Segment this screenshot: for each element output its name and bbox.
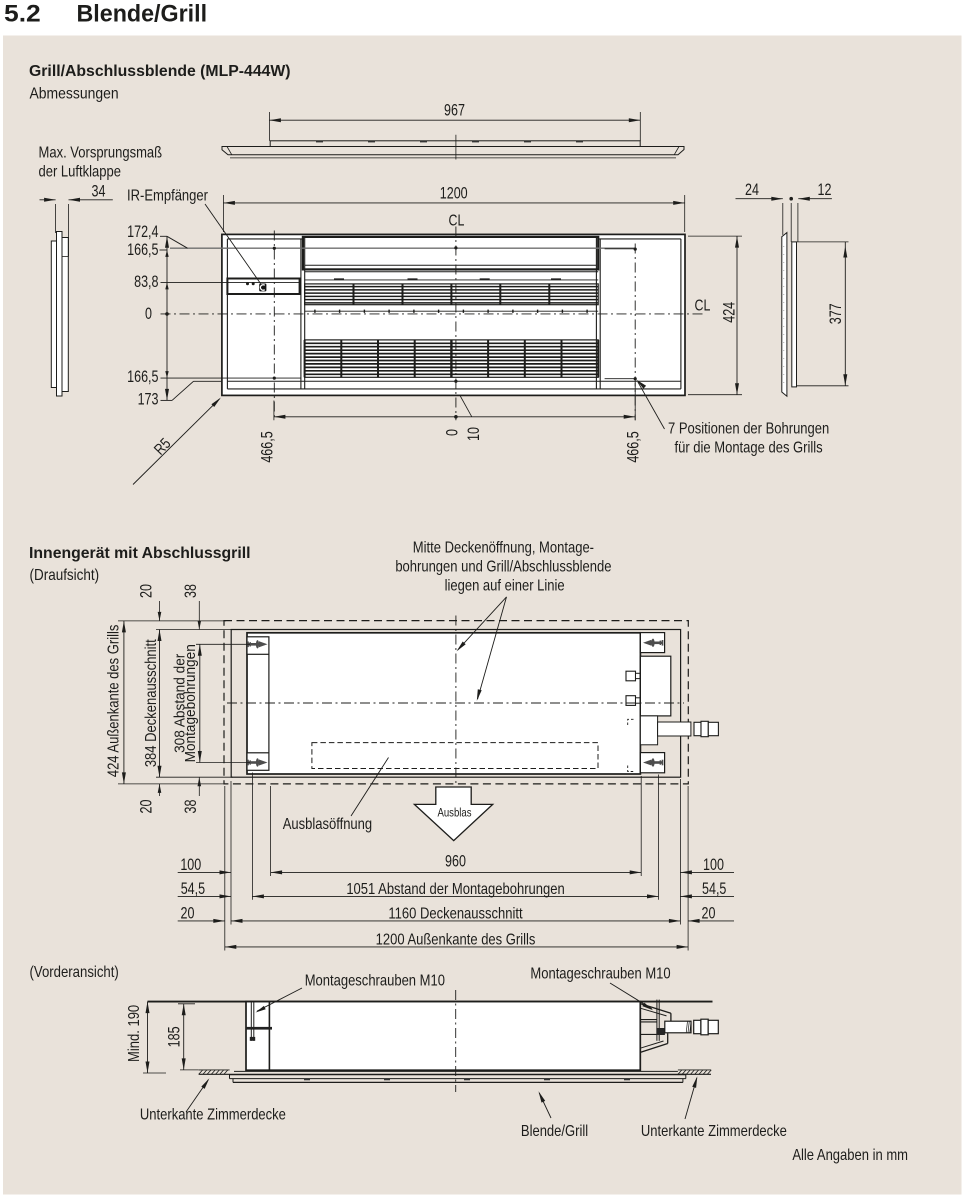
svg-text:Unterkante Zimmerdecke: Unterkante Zimmerdecke [140, 1107, 286, 1124]
svg-text:bohrungen und Grill/Abschlussb: bohrungen und Grill/Abschlussblende [395, 559, 611, 576]
svg-text:Abmessungen: Abmessungen [30, 86, 119, 103]
svg-text:20: 20 [181, 905, 195, 923]
svg-text:Blende/Grill: Blende/Grill [521, 1123, 588, 1140]
svg-text:20: 20 [702, 905, 716, 923]
svg-text:10: 10 [465, 427, 483, 441]
svg-text:Montageschrauben M10: Montageschrauben M10 [305, 972, 445, 989]
svg-text:466,5: 466,5 [259, 431, 277, 462]
svg-text:Mind. 190: Mind. 190 [126, 1005, 143, 1062]
svg-text:der Luftklappe: der Luftklappe [39, 164, 121, 181]
svg-text:34: 34 [92, 183, 106, 201]
svg-text:0: 0 [145, 305, 152, 323]
svg-text:CL: CL [449, 211, 465, 229]
svg-text:Montageschrauben M10: Montageschrauben M10 [530, 966, 670, 983]
svg-text:24: 24 [745, 181, 759, 199]
svg-text:Unterkante Zimmerdecke: Unterkante Zimmerdecke [641, 1123, 787, 1140]
svg-text:377: 377 [827, 303, 845, 324]
svg-text:0: 0 [444, 429, 462, 436]
svg-text:466,5: 466,5 [625, 431, 643, 462]
svg-text:5.2: 5.2 [4, 1, 41, 28]
svg-text:Grill/Abschlussblende (MLP-444: Grill/Abschlussblende (MLP-444W) [29, 63, 291, 80]
svg-text:20: 20 [138, 584, 156, 598]
svg-text:960: 960 [445, 853, 466, 871]
svg-text:173: 173 [138, 391, 159, 409]
svg-text:12: 12 [818, 181, 832, 199]
svg-text:7 Positionen der Bohrungen: 7 Positionen der Bohrungen [668, 421, 829, 438]
svg-text:Ausblas: Ausblas [437, 807, 472, 820]
svg-text:424: 424 [721, 302, 739, 323]
svg-text:Alle Angaben in mm: Alle Angaben in mm [792, 1147, 908, 1164]
svg-text:(Vorderansicht): (Vorderansicht) [30, 964, 119, 981]
svg-text:IR-Empfänger: IR-Empfänger [127, 188, 208, 205]
svg-text:1200: 1200 [440, 185, 468, 203]
svg-text:CL: CL [695, 296, 711, 314]
svg-text:Montagebohrungen: Montagebohrungen [182, 644, 198, 762]
svg-text:54,5: 54,5 [702, 881, 726, 899]
svg-text:172,4: 172,4 [127, 223, 158, 241]
svg-text:Max. Vorsprungsmaß: Max. Vorsprungsmaß [39, 145, 163, 162]
svg-text:liegen auf einer Linie: liegen auf einer Linie [445, 578, 565, 595]
svg-text:384 Deckenausschnitt: 384 Deckenausschnitt [143, 639, 160, 767]
svg-text:54,5: 54,5 [181, 881, 205, 899]
svg-text:100: 100 [703, 857, 724, 875]
svg-text:Innengerät mit Abschlussgrill: Innengerät mit Abschlussgrill [29, 545, 251, 562]
svg-text:1200 Außenkante des Grills: 1200 Außenkante des Grills [376, 931, 536, 948]
svg-text:166,5: 166,5 [127, 241, 158, 259]
svg-text:für die Montage des Grills: für die Montage des Grills [675, 440, 823, 457]
svg-text:38: 38 [183, 584, 201, 598]
svg-text:424 Außenkante des Grills: 424 Außenkante des Grills [106, 625, 123, 778]
svg-text:100: 100 [180, 857, 201, 875]
svg-text:38: 38 [183, 800, 201, 814]
svg-text:83,8: 83,8 [134, 273, 158, 291]
svg-text:308 Abstand der: 308 Abstand der [171, 653, 187, 753]
svg-text:1051 Abstand der Montagebohrun: 1051 Abstand der Montagebohrungen [346, 881, 564, 898]
svg-text:1160 Deckenausschnitt: 1160 Deckenausschnitt [388, 905, 522, 922]
svg-text:166,5: 166,5 [127, 368, 158, 386]
svg-text:(Draufsicht): (Draufsicht) [30, 567, 100, 584]
svg-text:967: 967 [444, 102, 465, 120]
svg-text:Ausblasöffnung: Ausblasöffnung [283, 816, 372, 833]
svg-text:20: 20 [138, 800, 156, 814]
svg-text:185: 185 [166, 1026, 184, 1047]
svg-text:Blende/Grill: Blende/Grill [77, 1, 208, 27]
svg-text:Mitte Deckenöffnung, Montage-: Mitte Deckenöffnung, Montage- [413, 539, 594, 556]
